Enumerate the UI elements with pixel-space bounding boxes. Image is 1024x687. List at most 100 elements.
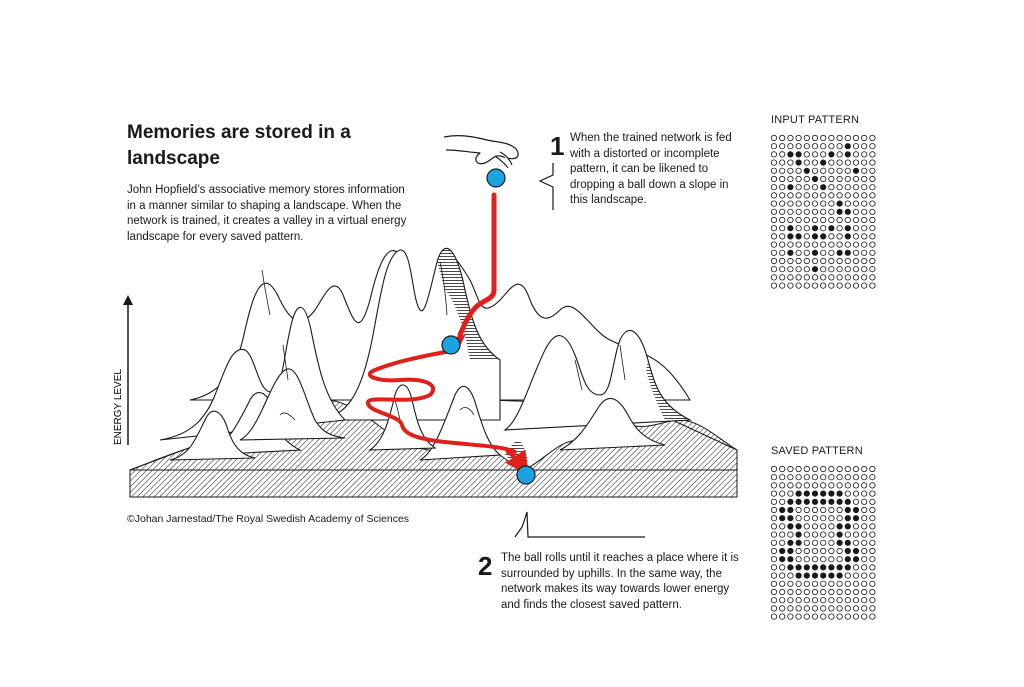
saved-pattern-cell-off bbox=[869, 531, 876, 538]
input-pattern-cell-off bbox=[811, 216, 819, 224]
input-pattern-cell-off bbox=[852, 175, 860, 183]
saved-pattern-cell-off bbox=[795, 597, 802, 604]
input-pattern-cell-off bbox=[836, 274, 843, 281]
saved-pattern-cell-off bbox=[811, 515, 819, 522]
saved-pattern-cell-off bbox=[836, 613, 843, 620]
saved-pattern-cell-on bbox=[779, 547, 786, 555]
saved-pattern-cell-off bbox=[811, 605, 819, 612]
input-pattern-cell-off bbox=[844, 192, 851, 199]
input-pattern-cell-off bbox=[770, 134, 778, 142]
saved-pattern-cell-off bbox=[828, 531, 835, 538]
saved-pattern-cell-off bbox=[861, 539, 868, 546]
saved-pattern-cell-off bbox=[869, 613, 876, 620]
input-pattern-cell-off bbox=[869, 134, 876, 142]
input-pattern-cell-off bbox=[803, 151, 810, 158]
input-pattern-cell-off bbox=[779, 167, 786, 174]
input-pattern-cell-off bbox=[828, 200, 835, 207]
input-pattern-cell-off bbox=[770, 143, 778, 150]
input-pattern-cell-off bbox=[779, 249, 786, 256]
input-pattern-cell-off bbox=[852, 208, 860, 215]
saved-pattern-cell-off bbox=[779, 580, 786, 587]
saved-pattern-cell-off bbox=[770, 580, 778, 587]
input-pattern-cell-off bbox=[811, 167, 819, 174]
input-pattern-cell-off bbox=[869, 175, 876, 183]
saved-pattern-cell-off bbox=[820, 482, 827, 489]
saved-pattern-cell-off bbox=[803, 465, 810, 473]
saved-pattern-cell-off bbox=[861, 531, 868, 538]
input-pattern-cell-off bbox=[770, 200, 778, 207]
hand-icon bbox=[443, 134, 519, 169]
input-pattern-cell-off bbox=[795, 208, 802, 215]
saved-pattern-cell-on bbox=[844, 523, 851, 530]
saved-pattern-cell-off bbox=[852, 498, 860, 505]
step-1-number: 1 bbox=[550, 131, 565, 161]
input-pattern-cell-off bbox=[869, 200, 876, 207]
input-pattern-cell-off bbox=[779, 274, 786, 281]
saved-pattern-cell-off bbox=[828, 580, 835, 587]
saved-pattern-cell-on bbox=[844, 564, 851, 571]
input-pattern-cell-off bbox=[811, 208, 819, 215]
saved-pattern-cell-on bbox=[836, 523, 843, 530]
saved-pattern-cell-off bbox=[861, 613, 868, 620]
input-pattern-cell-off bbox=[852, 225, 860, 232]
input-pattern-cell-off bbox=[795, 192, 802, 199]
input-pattern-cell-on bbox=[836, 208, 843, 215]
input-pattern-cell-off bbox=[844, 167, 851, 174]
input-pattern-cell-on bbox=[795, 151, 802, 158]
saved-pattern-cell-off bbox=[779, 523, 786, 530]
saved-pattern-cell-off bbox=[820, 523, 827, 530]
input-pattern-cell-off bbox=[770, 192, 778, 199]
saved-pattern-cell-on bbox=[836, 490, 843, 497]
input-pattern-cell-off bbox=[820, 225, 827, 232]
input-pattern-cell-off bbox=[852, 192, 860, 199]
saved-pattern-cell-on bbox=[811, 490, 819, 497]
saved-pattern-cell-on bbox=[787, 556, 794, 563]
input-pattern-cell-off bbox=[787, 257, 794, 265]
input-pattern-cell-off bbox=[803, 241, 810, 248]
saved-pattern-cell-off bbox=[811, 531, 819, 538]
saved-pattern-cell-off bbox=[820, 613, 827, 620]
input-pattern-cell-on bbox=[844, 151, 851, 158]
saved-pattern-cell-off bbox=[861, 506, 868, 514]
saved-pattern-cell-off bbox=[836, 580, 843, 587]
saved-pattern-cell-off bbox=[869, 539, 876, 546]
input-pattern-cell-off bbox=[811, 192, 819, 199]
input-pattern-cell-on bbox=[795, 159, 802, 166]
input-pattern-cell-off bbox=[811, 159, 819, 166]
saved-pattern-cell-off bbox=[770, 515, 778, 522]
input-pattern-cell-on bbox=[787, 225, 794, 232]
input-pattern-cell-off bbox=[852, 241, 860, 248]
saved-pattern-cell-off bbox=[869, 588, 876, 596]
saved-pattern-cell-off bbox=[869, 605, 876, 612]
saved-pattern-cell-off bbox=[852, 572, 860, 579]
saved-pattern-cell-on bbox=[844, 498, 851, 505]
saved-pattern-cell-on bbox=[795, 490, 802, 497]
saved-pattern-cell-on bbox=[852, 515, 860, 522]
saved-pattern-cell-off bbox=[861, 490, 868, 497]
input-pattern-cell-off bbox=[820, 151, 827, 158]
input-pattern-cell-off bbox=[844, 159, 851, 166]
input-pattern-cell-off bbox=[787, 266, 794, 273]
saved-pattern-cell-off bbox=[770, 564, 778, 571]
input-pattern-cell-off bbox=[779, 216, 786, 224]
input-pattern-cell-on bbox=[852, 167, 860, 174]
input-pattern-cell-off bbox=[770, 249, 778, 256]
saved-pattern-cell-off bbox=[795, 474, 802, 481]
landscape-contours bbox=[261, 261, 626, 429]
saved-pattern-cell-off bbox=[770, 613, 778, 620]
saved-pattern-cell-on bbox=[820, 490, 827, 497]
input-pattern-cell-off bbox=[869, 208, 876, 215]
saved-pattern-cell-off bbox=[795, 547, 802, 555]
input-pattern-cell-off bbox=[787, 175, 794, 183]
input-pattern-cell-off bbox=[869, 225, 876, 232]
saved-pattern-cell-off bbox=[820, 547, 827, 555]
saved-pattern-cell-off bbox=[852, 490, 860, 497]
input-pattern-cell-off bbox=[820, 249, 827, 256]
input-pattern-cell-on bbox=[836, 200, 843, 207]
saved-pattern-cell-off bbox=[811, 547, 819, 555]
input-pattern-cell-off bbox=[861, 282, 868, 289]
input-pattern-cell-off bbox=[803, 175, 810, 183]
saved-pattern-cell-off bbox=[770, 506, 778, 514]
input-pattern-cell-off bbox=[852, 233, 860, 240]
saved-pattern-cell-off bbox=[795, 515, 802, 522]
